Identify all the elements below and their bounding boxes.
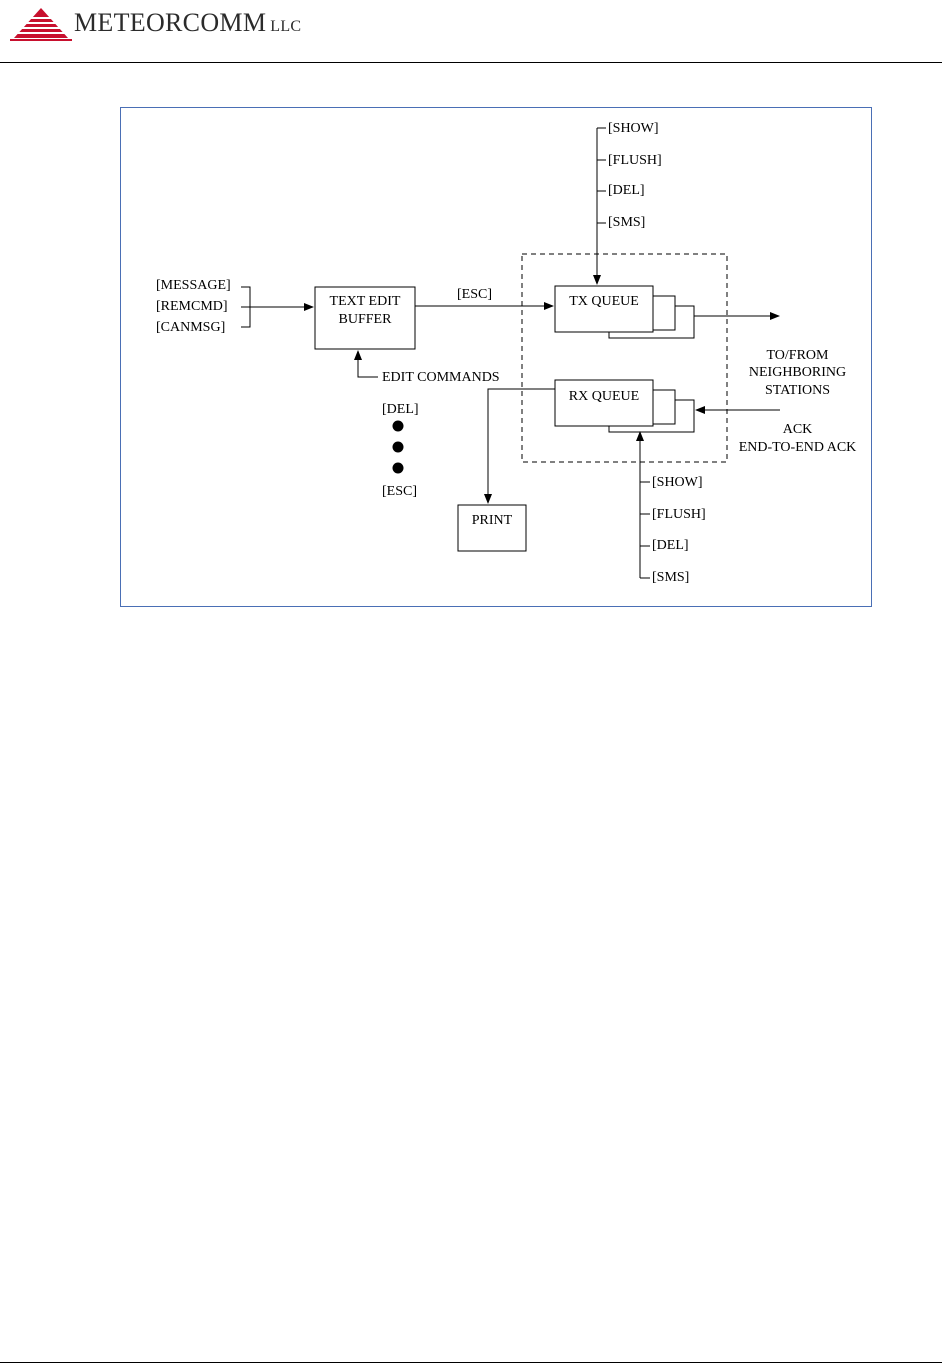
rx-queue-label: RX QUEUE <box>555 389 653 405</box>
rx-show-label: [SHOW] <box>652 475 703 491</box>
ellipsis-dot <box>393 463 404 474</box>
edit-esc-label: [ESC] <box>382 484 417 500</box>
tx-show-label: [SHOW] <box>608 121 659 137</box>
rx-flush-label: [FLUSH] <box>652 507 706 523</box>
tx-flush-label: [FLUSH] <box>608 153 662 169</box>
print-label: PRINT <box>458 513 526 529</box>
neighbors-label-line3: STATIONS <box>730 383 865 399</box>
ellipsis-dot <box>393 442 404 453</box>
end-to-end-ack-label: END-TO-END ACK <box>730 440 865 456</box>
edit-commands-label: EDIT COMMANDS <box>382 370 500 386</box>
neighbors-label-line1: TO/FROM <box>730 348 865 364</box>
tx-queue-label: TX QUEUE <box>555 294 653 310</box>
rx-sms-label: [SMS] <box>652 570 689 586</box>
input-canmsg-label: [CANMSG] <box>156 320 225 336</box>
tx-sms-label: [SMS] <box>608 215 645 231</box>
esc-label: [ESC] <box>457 287 492 303</box>
text-edit-buffer-label-line1: TEXT EDIT <box>315 294 415 310</box>
input-remcmd-label: [REMCMD] <box>156 299 228 315</box>
ack-label: ACK <box>730 422 865 438</box>
edit-commands-arrow <box>358 351 378 377</box>
neighbors-label-line2: NEIGHBORING <box>730 365 865 381</box>
text-edit-buffer-label-line2: BUFFER <box>315 312 415 328</box>
tx-del-label: [DEL] <box>608 183 645 199</box>
rx-del-label: [DEL] <box>652 538 689 554</box>
ellipsis-dot <box>393 421 404 432</box>
input-message-label: [MESSAGE] <box>156 278 231 294</box>
edit-del-label: [DEL] <box>382 402 419 418</box>
footer-divider <box>0 1362 942 1363</box>
